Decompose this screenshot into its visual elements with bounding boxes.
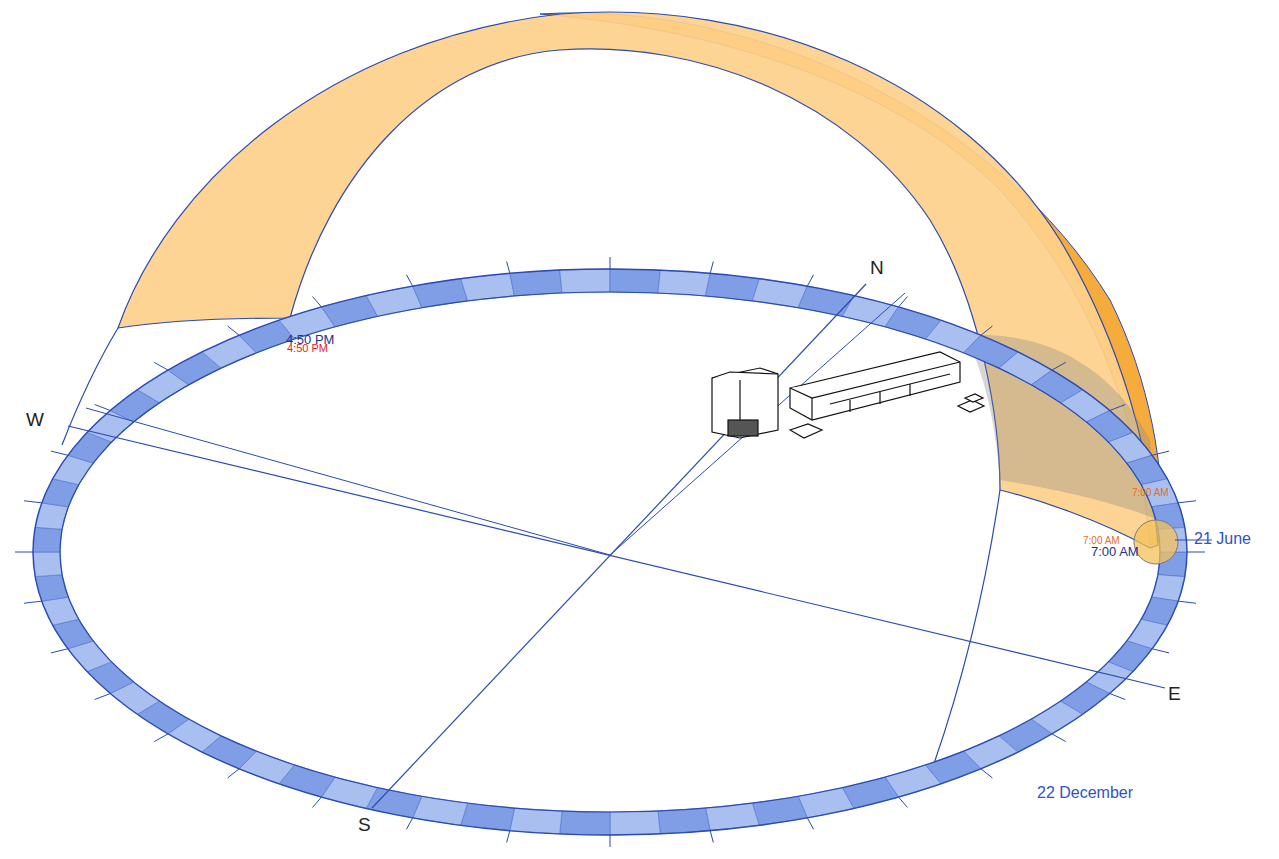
ring-tick [154,362,168,370]
ring-segment [413,279,468,308]
project-west-axis [86,408,610,555]
ring-tick [1110,694,1126,700]
project-north-axis [610,293,905,555]
ring-tick [1052,734,1066,742]
ring-tick [507,831,510,843]
ring-tick [406,818,412,829]
building-model [712,352,984,438]
ring-segment [610,811,660,835]
ring-segment [610,269,660,293]
date-label: 21 June [1194,531,1251,547]
time-label: 7:00 AM [1132,488,1169,498]
ring-tick [710,831,713,843]
compass-label: S [358,815,371,834]
time-label: 7:00 AM [1091,545,1139,558]
ring-inner [60,292,1160,812]
ring-tick [710,261,713,273]
ring-tick [228,769,240,778]
ring-segment [798,788,854,818]
ring-tick [899,797,908,807]
ring-tick [610,257,611,269]
ring-tick [1152,649,1169,653]
ring-tick [807,275,813,286]
ring-segment [510,808,562,834]
sun-band [118,12,1158,548]
compass-label: W [26,410,44,429]
ring-tick [51,649,68,653]
ring-tick [1178,501,1196,503]
ring-tick [1052,362,1066,370]
compass-label: E [1168,684,1181,703]
ring-tick [24,601,42,603]
ring-segment [752,279,807,308]
sun-disc [1134,520,1178,564]
ring-tick [981,769,993,778]
ring-tick [313,297,322,307]
ring-segment [33,527,62,552]
ring-outer [33,269,1187,835]
december-arc [930,490,1000,775]
ring-segment [658,270,710,296]
ring-segment [560,811,610,835]
ring-tick [95,694,111,700]
ring-tick [1187,552,1205,553]
ring-tick [95,405,111,411]
time-label: 4:50 PM [287,343,328,354]
ring-tick [1110,405,1126,411]
ring-tick [24,501,42,503]
ring-tick [807,818,813,829]
ring-tick [313,797,322,807]
ring-tick [1178,601,1196,603]
ring-segment [658,808,710,834]
west-east-axis [68,426,1165,688]
ring-tick [1152,451,1169,455]
ring-tick [406,275,412,286]
compass-ring [15,257,1205,847]
date-label: 22 December [1037,785,1133,801]
ring-tick [981,326,993,335]
ring-segment [366,286,422,316]
ring-tick [507,261,510,273]
compass-label: N [870,258,884,277]
ring-segment [752,796,807,825]
ring-tick [610,835,611,847]
ring-tick [51,451,68,455]
ring-segment [413,796,468,825]
ring-segment [42,597,79,625]
ring-segment [33,552,62,577]
ring-tick [154,734,168,742]
north-south-axis [372,284,866,808]
ring-tick [228,326,240,335]
ring-segment [510,270,562,296]
ring-segment [560,269,610,293]
ring-tick [15,552,33,553]
